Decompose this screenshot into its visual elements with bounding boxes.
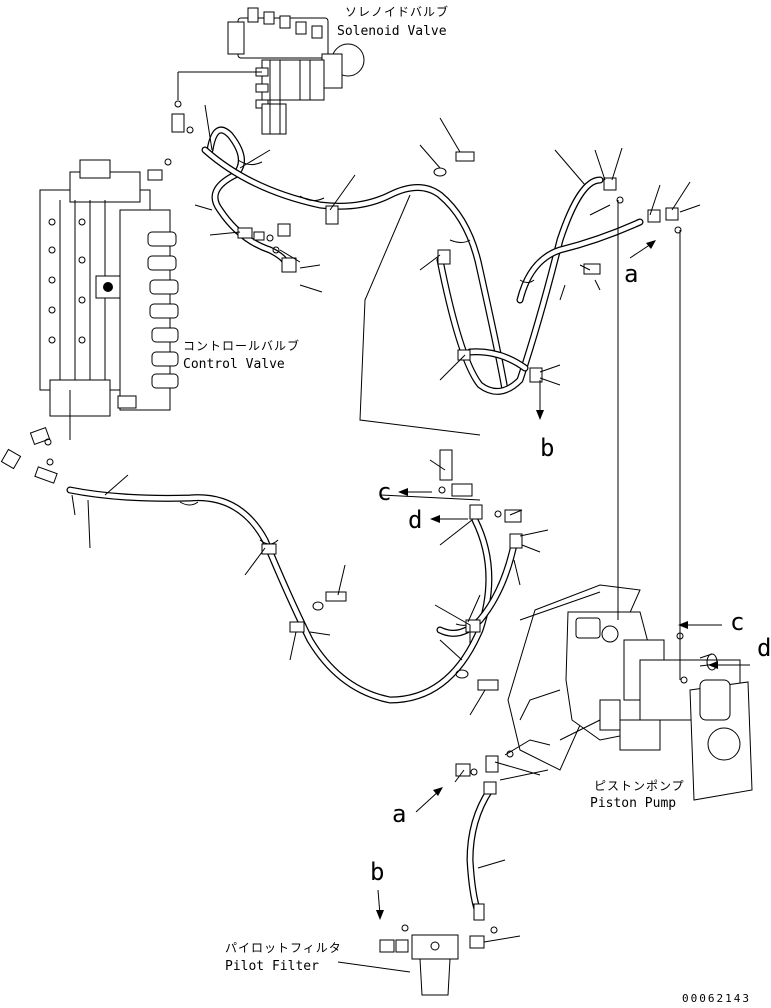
callout-d-right: d [757,634,771,662]
drawing-number: 00062143 [682,992,751,1005]
pilot-filter [379,924,485,996]
leader-lines [71,104,701,943]
piston-pump-label-en: Piston Pump [590,796,676,811]
hose-lines [66,126,644,916]
control-valve-label-en: Control Valve [183,357,285,372]
callout-b-upper: b [540,434,554,462]
piston-pump [507,584,753,801]
solenoid-valve-label-en: Solenoid Valve [337,24,447,39]
control-valve-label-jp: コントロールバルブ [183,338,300,353]
callout-arrows [376,240,750,920]
callout-a-lower: a [392,800,406,828]
control-valve [39,159,179,417]
callout-c-left: c [377,478,391,506]
pilot-filter-label-jp: パイロットフィルタ [225,941,342,955]
solenoid-valve-label-jp: ソレノイドバルブ [345,4,449,19]
callout-b-lower: b [370,858,384,886]
callout-a-upper: a [624,260,638,288]
callout-d-left: d [408,506,422,534]
pilot-filter-label-en: Pilot Filter [225,959,319,974]
piston-pump-label-jp: ピストンポンプ [594,779,685,793]
solenoid-valve [227,7,365,135]
fittings [147,151,682,934]
callout-c-right: c [730,608,744,636]
